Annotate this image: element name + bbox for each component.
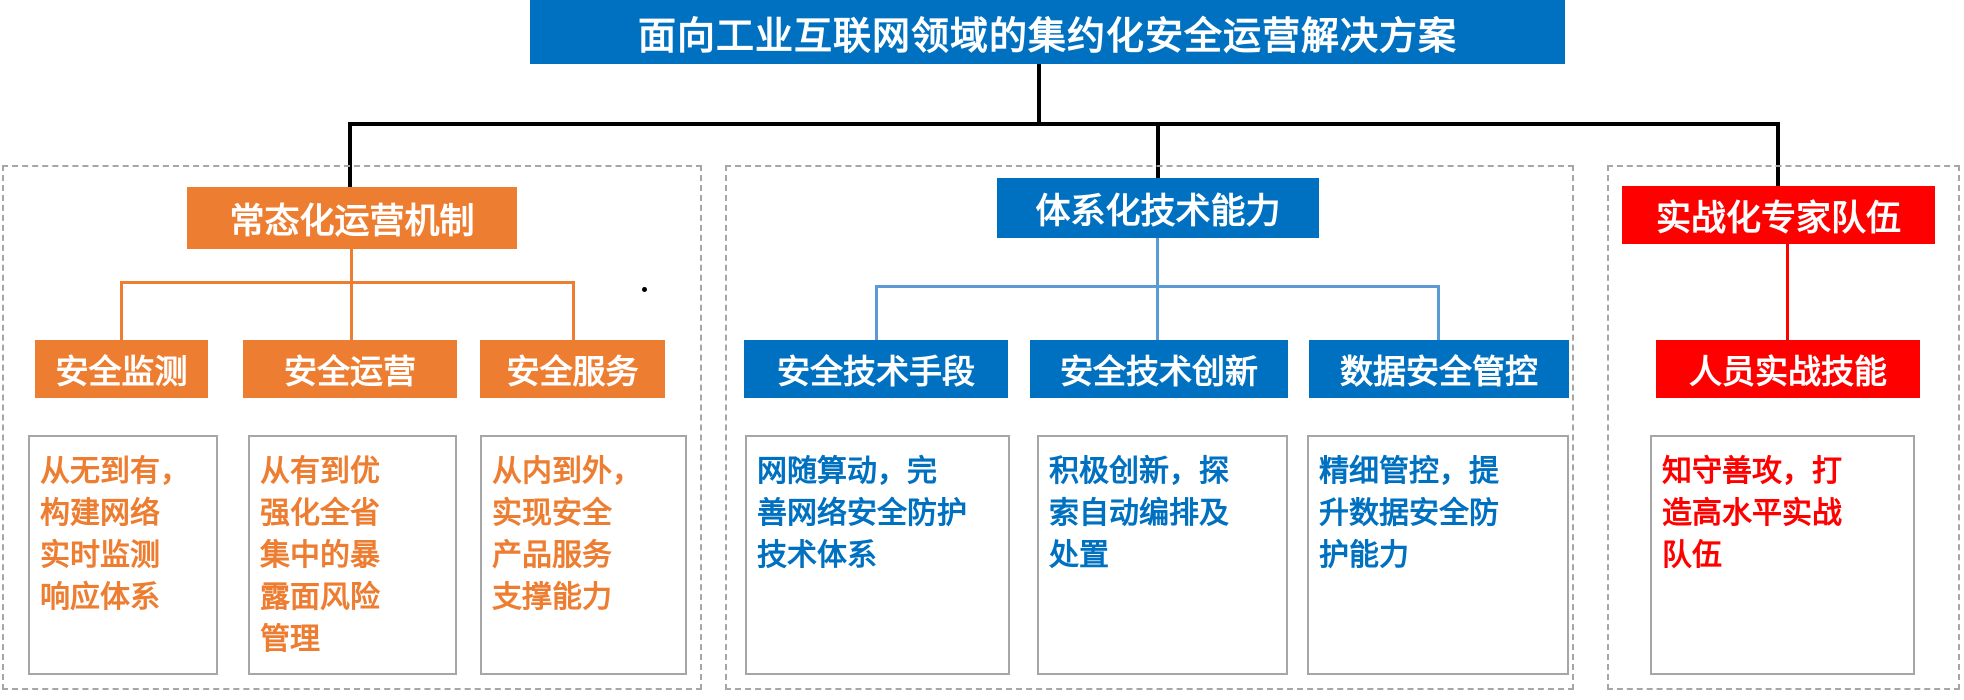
branch-header-systematic-technology: 体系化技术能力 (997, 178, 1319, 238)
node-security-tech-innovation: 安全技术创新 (1030, 340, 1288, 398)
node-data-security-control: 数据安全管控 (1309, 340, 1569, 398)
desc-security-tech-innovation: 积极创新，探 索自动编排及 处置 (1037, 435, 1288, 675)
node-security-operation: 安全运营 (243, 340, 457, 398)
connector-drop-right-branch (1776, 122, 1780, 188)
connector-orange-stub (350, 249, 353, 283)
desc-security-service: 从内到外， 实现安全 产品服务 支撑能力 (480, 435, 687, 675)
root-title: 面向工业互联网领域的集约化安全运营解决方案 (530, 0, 1565, 64)
branch-group-systematic-technology (725, 165, 1574, 690)
branch-header-normalized-operation: 常态化运营机制 (187, 187, 517, 249)
desc-personnel-combat-skills: 知守善攻，打 造高水平实战 队伍 (1650, 435, 1915, 675)
desc-security-tech-means: 网随算动，完 善网络安全防护 技术体系 (745, 435, 1010, 675)
connector-orange-drop-1 (120, 281, 123, 340)
node-security-tech-means: 安全技术手段 (744, 340, 1008, 398)
node-security-service: 安全服务 (480, 340, 665, 398)
branch-group-expert-team (1607, 165, 1960, 690)
connector-main-horizontal (348, 122, 1780, 126)
stray-dot (642, 287, 647, 292)
connector-blue-drop-3 (1437, 285, 1440, 340)
connector-red-drop (1786, 244, 1789, 340)
desc-security-monitoring: 从无到有， 构建网络 实时监测 响应体系 (28, 435, 218, 675)
connector-orange-drop-3 (572, 281, 575, 340)
connector-orange-bar (120, 281, 575, 284)
node-personnel-combat-skills: 人员实战技能 (1656, 340, 1920, 398)
branch-header-expert-team: 实战化专家队伍 (1622, 186, 1935, 244)
desc-data-security-control: 精细管控，提 升数据安全防 护能力 (1307, 435, 1569, 675)
connector-drop-left-branch (348, 122, 352, 188)
connector-blue-stub (1156, 238, 1159, 287)
connector-drop-middle-branch (1156, 122, 1160, 180)
connector-title-drop (1037, 64, 1041, 126)
node-security-monitoring: 安全监测 (35, 340, 208, 398)
branch-group-normalized-operation (2, 165, 702, 690)
desc-security-operation: 从有到优 强化全省 集中的暴 露面风险 管理 (248, 435, 457, 675)
connector-orange-drop-2 (350, 281, 353, 340)
connector-blue-drop-2 (1156, 285, 1159, 340)
connector-blue-drop-1 (875, 285, 878, 340)
